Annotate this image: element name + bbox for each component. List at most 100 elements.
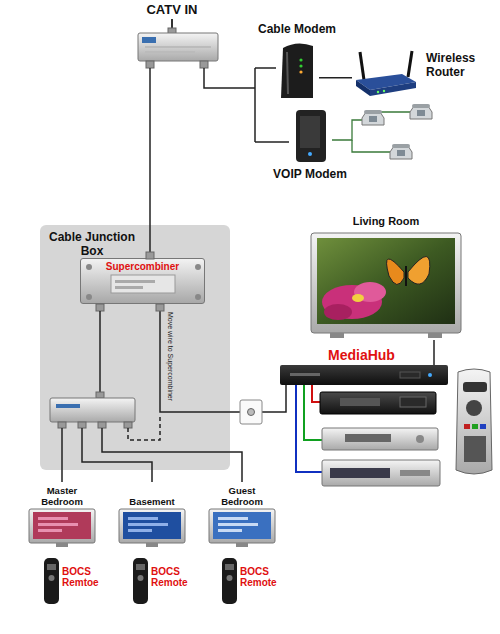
supercombiner: Supercombiner: [80, 258, 205, 304]
graphic-part: [324, 304, 352, 320]
graphic-part: [38, 523, 78, 526]
graphic-part: [138, 575, 144, 581]
moved-wire: [128, 414, 160, 440]
phone-icon: [362, 110, 384, 125]
node-label: VOIP Modem: [273, 168, 347, 182]
connector-stub: [146, 252, 154, 259]
graphic-part: [345, 434, 391, 442]
graphic-part: [86, 294, 92, 300]
graphic-part: [195, 294, 201, 300]
graphic-part: [428, 373, 432, 377]
bocs-remote: [222, 558, 237, 604]
living-room-tv: Living Room: [310, 215, 462, 340]
graphic-part: [145, 51, 195, 53]
graphic-part: [408, 256, 430, 284]
wireless-router: Wireless Router: [352, 50, 420, 98]
junction-box: Cable Junction BoxSupercombiner: [40, 225, 230, 470]
graphic-part: [119, 509, 185, 543]
living-room-tv-icon: [310, 232, 462, 340]
graphic-part: [392, 144, 410, 148]
graphic-part: [287, 52, 288, 94]
graphic-part: [78, 422, 86, 428]
graphic-part: [364, 110, 382, 114]
bocs-remote: [44, 558, 59, 604]
cable-connector: [319, 77, 352, 79]
graphic-part: [61, 428, 63, 482]
bedroom-tv: Master Bedroom: [28, 482, 96, 548]
graphic-part: [44, 558, 59, 604]
instruction-note: Move wire to Supercombiner: [166, 312, 174, 401]
node-label: Guest Bedroom: [208, 482, 276, 508]
coax-wire: [254, 68, 256, 142]
graphic-part: [300, 116, 320, 148]
four-way-splitter: [50, 392, 135, 428]
router-icon: [352, 50, 420, 98]
graphic-part: [213, 512, 271, 539]
node-label: Cable Modem: [258, 23, 336, 37]
dvr-box: [322, 428, 438, 450]
graphic-part: [227, 575, 233, 581]
connector-stub: [96, 304, 104, 311]
graphic-part: [352, 294, 364, 302]
phone-icon: [390, 144, 412, 159]
graphic-part: [472, 424, 478, 429]
cable-connector: [433, 340, 435, 365]
graphic-part: [236, 543, 248, 547]
graphic-part: [218, 529, 242, 532]
graphic-part: [123, 512, 181, 539]
coax-wire: [204, 68, 255, 88]
graphic-part: [416, 435, 424, 443]
graphic-part: [33, 512, 91, 539]
graphic-part: [209, 509, 275, 543]
graphic-part: [248, 409, 255, 416]
graphic-part: [133, 558, 148, 604]
mediahub-icon: [280, 365, 448, 385]
remote-label: BOCS Remote: [151, 566, 191, 588]
input-label: CATV IN: [140, 3, 204, 17]
graphic-part: [38, 529, 62, 532]
graphic-part: [466, 400, 482, 416]
graphic-part: [136, 564, 145, 570]
graphic-part: [400, 470, 430, 476]
graphic-part: [308, 152, 312, 156]
graphic-part: [29, 509, 95, 543]
graphic-part: [111, 275, 175, 293]
graphic-part: [222, 558, 237, 604]
graphic-part: [405, 266, 407, 286]
cable-box: [322, 460, 440, 486]
voip-modem: VOIP Modem: [288, 108, 332, 164]
graphic-part: [417, 110, 425, 116]
graphic-part: [397, 150, 405, 156]
graphic-part: [146, 61, 154, 68]
graphic-part: [480, 424, 486, 429]
bedroom-tv: Guest Bedroom: [208, 482, 276, 548]
graphic-part: [58, 422, 66, 428]
graphic-part: [370, 82, 416, 96]
graphic-part: [299, 64, 302, 67]
av-wire: [304, 385, 322, 440]
graphic-part: [412, 104, 430, 108]
graphic-part: [96, 392, 104, 398]
coax-wire: [62, 428, 242, 482]
node-label: Cable Junction Box: [46, 231, 138, 259]
node-label: Master Bedroom: [28, 482, 96, 508]
graphic-part: [115, 286, 143, 289]
graphic-part: [218, 523, 258, 526]
graphic-part: [290, 373, 320, 376]
graphic-part: [128, 517, 158, 520]
graphic-part: [200, 61, 208, 68]
graphic-part: [296, 110, 326, 162]
catv-splitter: [138, 28, 218, 68]
small-tv-icon: [118, 508, 186, 548]
graphic-part: [102, 428, 242, 482]
graphic-part: [383, 90, 385, 92]
graphic-part: [138, 33, 218, 61]
remote-label: BOCS Remote: [240, 566, 280, 588]
graphic-part: [463, 382, 487, 392]
graphic-part: [369, 116, 377, 122]
